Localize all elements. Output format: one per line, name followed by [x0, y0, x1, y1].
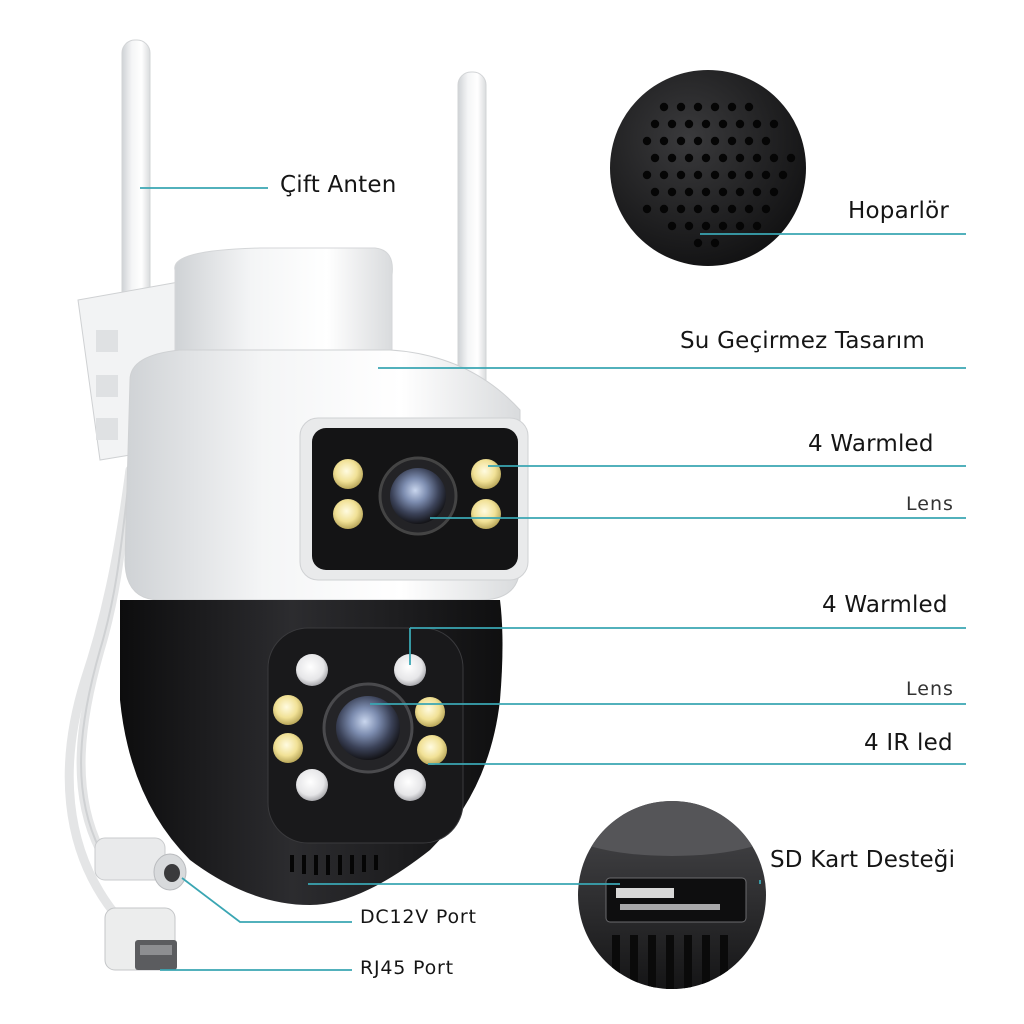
- speaker-hole: [710, 170, 720, 180]
- speaker-hole: [693, 102, 703, 112]
- speaker-hole: [667, 153, 677, 163]
- speaker-hole: [667, 221, 677, 231]
- lower-ir-led-1: [296, 654, 328, 686]
- label-dc-port: DC12V Port: [360, 906, 477, 928]
- speaker-hole: [727, 136, 737, 146]
- lower-warmled-1: [273, 695, 303, 725]
- upper-warmled-1: [333, 459, 363, 489]
- speaker-hole: [735, 221, 745, 231]
- speaker-hole: [718, 119, 728, 129]
- speaker-hole: [727, 102, 737, 112]
- speaker-hole: [642, 170, 652, 180]
- speaker-hole: [761, 204, 771, 214]
- speaker-hole: [659, 204, 669, 214]
- speaker-hole: [642, 204, 652, 214]
- speaker-hole: [752, 221, 762, 231]
- speaker-hole: [659, 102, 669, 112]
- label-lens-bottom: Lens: [906, 678, 954, 700]
- upper-warmled-2: [333, 499, 363, 529]
- leader-lines: [140, 187, 966, 971]
- speaker-hole: [684, 221, 694, 231]
- speaker-hole: [710, 136, 720, 146]
- upper-lens: [390, 468, 446, 524]
- speaker-hole: [735, 119, 745, 129]
- speaker-hole: [710, 238, 720, 248]
- speaker-hole: [676, 102, 686, 112]
- label-lens-top: Lens: [906, 493, 954, 515]
- speaker-hole: [778, 170, 788, 180]
- speaker-hole: [786, 153, 796, 163]
- label-waterproof: Su Geçirmez Tasarım: [680, 328, 925, 354]
- sd-card-inset: [576, 799, 768, 991]
- speaker-hole: [735, 187, 745, 197]
- speaker-hole: [752, 187, 762, 197]
- lower-warmled-4: [417, 735, 447, 765]
- speaker-hole: [752, 119, 762, 129]
- speaker-hole: [693, 136, 703, 146]
- lower-ir-led-4: [394, 769, 426, 801]
- speaker-hole: [667, 119, 677, 129]
- speaker-hole: [718, 221, 728, 231]
- speaker-hole: [769, 119, 779, 129]
- upper-warmled-4: [471, 499, 501, 529]
- lower-housing: [120, 600, 503, 905]
- speaker-hole: [744, 170, 754, 180]
- cable-group: [64, 465, 135, 925]
- speaker-hole: [710, 102, 720, 112]
- speaker-hole: [684, 119, 694, 129]
- speaker-hole: [769, 187, 779, 197]
- upper-warmled-3: [471, 459, 501, 489]
- speaker-hole: [659, 136, 669, 146]
- speaker-hole: [752, 153, 762, 163]
- speaker-hole: [650, 153, 660, 163]
- label-warmled-top: 4 Warmled: [808, 431, 934, 457]
- speaker-hole: [769, 153, 779, 163]
- speaker-hole: [693, 238, 703, 248]
- upper-camera-face: [299, 417, 529, 581]
- speaker-hole: [744, 102, 754, 112]
- lower-warmled-3: [415, 697, 445, 727]
- speaker-hole: [727, 170, 737, 180]
- speaker-hole: [693, 170, 703, 180]
- lower-lens: [336, 696, 400, 760]
- label-rj45-port: RJ45 Port: [360, 957, 454, 979]
- speaker-hole: [684, 187, 694, 197]
- rj45-connector: [104, 907, 177, 971]
- speaker-hole: [650, 187, 660, 197]
- speaker-hole: [744, 204, 754, 214]
- speaker-hole: [650, 119, 660, 129]
- speaker-hole: [693, 204, 703, 214]
- speaker-inset: [610, 70, 806, 266]
- speaker-hole: [744, 136, 754, 146]
- label-antenna: Çift Anten: [280, 172, 397, 198]
- label-ir-led: 4 IR led: [864, 730, 953, 756]
- dc-connector: [94, 837, 187, 891]
- label-sd-card: SD Kart Desteği: [770, 847, 956, 873]
- speaker-hole: [684, 153, 694, 163]
- antenna-right: [457, 71, 487, 413]
- speaker-hole: [761, 136, 771, 146]
- speaker-hole: [642, 136, 652, 146]
- speaker-hole: [735, 153, 745, 163]
- lower-warmled-2: [273, 733, 303, 763]
- speaker-hole: [710, 204, 720, 214]
- lower-ir-led-3: [296, 769, 328, 801]
- speaker-hole: [701, 153, 711, 163]
- label-warmled-bottom: 4 Warmled: [822, 592, 948, 618]
- speaker-hole: [701, 119, 711, 129]
- speaker-hole: [676, 136, 686, 146]
- speaker-hole: [701, 187, 711, 197]
- speaker-hole: [701, 221, 711, 231]
- speaker-hole: [676, 170, 686, 180]
- speaker-hole: [659, 170, 669, 180]
- speaker-hole: [667, 187, 677, 197]
- speaker-hole: [727, 204, 737, 214]
- speaker-hole: [718, 153, 728, 163]
- speaker-hole: [761, 170, 771, 180]
- label-speaker: Hoparlör: [848, 198, 950, 224]
- speaker-hole: [676, 204, 686, 214]
- speaker-hole: [718, 187, 728, 197]
- lower-ir-led-2: [394, 654, 426, 686]
